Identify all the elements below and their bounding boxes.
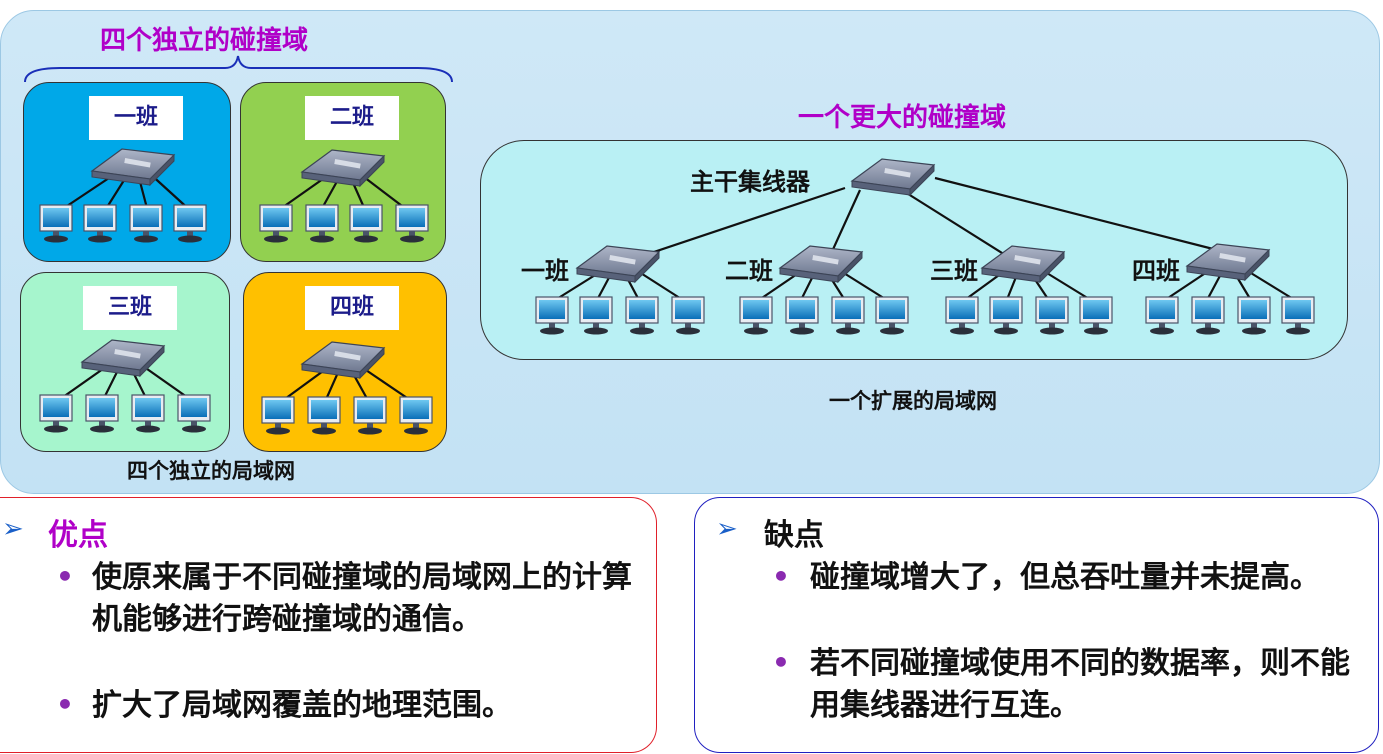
four-lans-caption: 四个独立的局域网 [127, 459, 295, 483]
pros-box [0, 497, 657, 753]
four-domains-title: 四个独立的碰撞域 [100, 26, 309, 56]
class-network-1 [39, 148, 207, 244]
backbone-hub-label: 主干集线器 [690, 168, 810, 196]
class-name-4: 四班 [305, 286, 399, 330]
pros-arrow-icon: ➢ [2, 514, 24, 544]
class-name-3: 三班 [83, 286, 177, 330]
cons-box [694, 497, 1379, 753]
hub-label-2: 二班 [725, 257, 773, 285]
cons-arrow-icon: ➢ [716, 514, 738, 544]
pros-bullet-1-icon: • [56, 560, 74, 593]
class-name-2: 二班 [305, 96, 399, 140]
pros-heading: 优点 [48, 518, 108, 553]
class-network-2 [259, 149, 429, 244]
hub-label-1: 一班 [521, 257, 569, 285]
hub-label-3: 三班 [930, 257, 978, 285]
class-network-3 [39, 339, 211, 434]
cons-item-2: 若不同碰撞域使用不同的数据率，则不能用集线器进行互连。 [810, 646, 1350, 723]
class-network-4 [261, 341, 433, 436]
cons-heading: 缺点 [764, 518, 824, 553]
cons-bullet-2-icon: • [772, 646, 790, 679]
extended-lan-caption: 一个扩展的局域网 [829, 389, 997, 413]
pros-item-2: 扩大了局域网覆盖的地理范围。 [92, 688, 512, 723]
class-name-1: 一班 [89, 96, 183, 140]
pros-bullet-2-icon: • [56, 688, 74, 721]
cons-bullet-1-icon: • [772, 560, 790, 593]
hub-label-4: 四班 [1132, 257, 1180, 285]
extended-network [535, 158, 1315, 336]
pros-item-1: 使原来属于不同碰撞域的局域网上的计算机能够进行跨碰撞域的通信。 [92, 560, 632, 637]
larger-domain-title: 一个更大的碰撞域 [798, 103, 1007, 133]
brace [24, 55, 453, 83]
cons-item-1: 碰撞域增大了，但总吞吐量并未提高。 [810, 560, 1320, 595]
